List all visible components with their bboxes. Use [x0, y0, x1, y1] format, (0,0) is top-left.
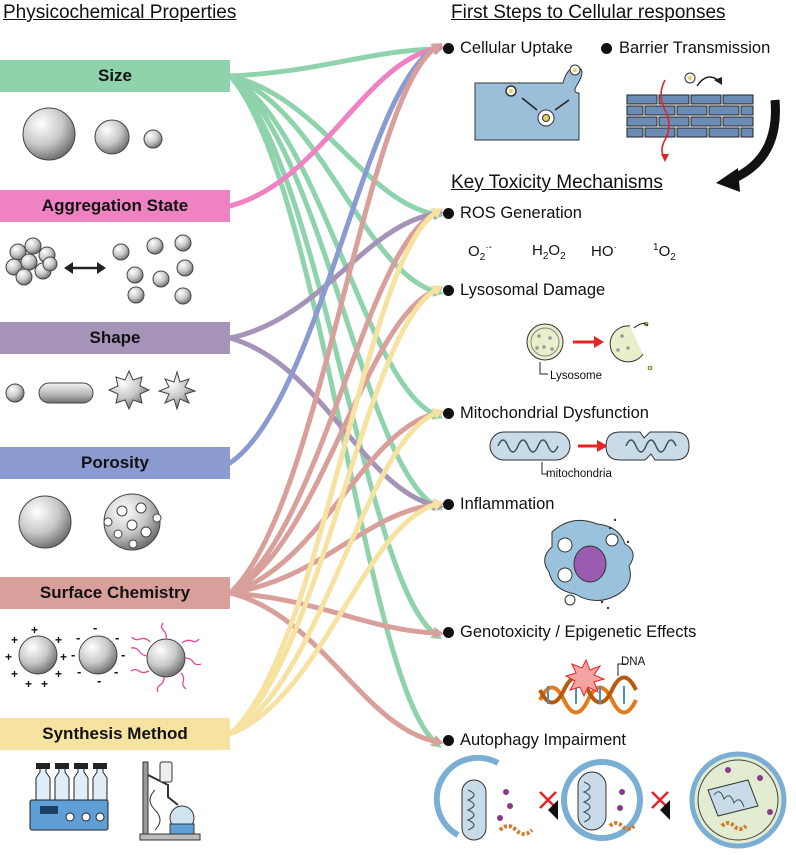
svg-text:-: -: [97, 673, 101, 688]
annotation-lysosome: Lysosome: [550, 370, 602, 382]
svg-text:+: +: [25, 677, 32, 691]
label-barrier-transmission: Barrier Transmission: [619, 39, 771, 57]
svg-text:-: -: [76, 630, 80, 645]
bullet-barrier-transmission: [601, 43, 612, 54]
svg-text:+: +: [5, 650, 12, 664]
arrow-size-to-geno: [227, 73, 437, 636]
svg-text:+: +: [11, 667, 18, 681]
double-arrow-icon: [64, 262, 106, 274]
bullet-mitochondrial-dysfunction: [443, 408, 454, 419]
property-label-synthesis-method: Synthesis Method: [42, 724, 188, 743]
arrow-shape-to-inflam: [227, 335, 437, 508]
heading-physicochemical-properties: Physicochemical Properties: [3, 2, 237, 23]
shape-particles-icon: [5, 369, 197, 411]
bullet-inflammation: [443, 499, 454, 510]
arrow-size-to-ros: [227, 73, 437, 217]
bullet-cellular-uptake: [443, 43, 454, 54]
svg-text:+: +: [11, 633, 18, 647]
arrowhead-synthesis-to-inflam: [432, 499, 444, 511]
label-ros-generation: ROS Generation: [460, 204, 582, 222]
arrow-synthesis-to-ros: [227, 211, 437, 737]
label-genotoxicity-epigenetic-effects: Genotoxicity / Epigenetic Effects: [460, 623, 697, 641]
arrow-surface-to-auto: [227, 590, 437, 744]
macrophage-icon: [544, 518, 634, 610]
svg-text:-: -: [77, 664, 81, 679]
dna-icon: [538, 658, 638, 715]
particle-illustrations: +++ +++ +++ --- --- --: [5, 107, 202, 841]
synthesis-equipment-icon: [29, 761, 201, 841]
bullet-lysosomal-damage: [443, 285, 454, 296]
arrowhead-surface-to-geno: [433, 627, 444, 639]
bullet-ros-generation: [443, 208, 454, 219]
svg-text:+: +: [31, 623, 38, 637]
ros-hydroxyl-radical: HO·: [591, 242, 617, 260]
ros-hydrogen-peroxide: H2O2: [532, 242, 566, 262]
arrow-size-to-inflam: [227, 73, 437, 508]
bullet-autophagy-impairment: [443, 735, 454, 746]
arrow-size-to-lyso: [227, 73, 437, 294]
property-bar-synthesis-method: Synthesis Method: [0, 718, 230, 750]
svg-text:+: +: [55, 633, 62, 647]
bullet-genotoxicity: [443, 627, 454, 638]
property-bar-aggregation-state: Aggregation State: [0, 190, 230, 222]
property-label-shape: Shape: [89, 328, 141, 347]
arrowhead-surface-to-uptake: [430, 42, 442, 54]
svg-text:-: -: [115, 630, 119, 645]
property-label-surface-chemistry: Surface Chemistry: [39, 583, 191, 602]
label-cellular-uptake: Cellular Uptake: [460, 39, 573, 57]
arrow-synthesis-to-lyso: [227, 288, 437, 737]
svg-text:-: -: [114, 664, 118, 679]
lysosome-icon: [526, 321, 653, 375]
heading-key-toxicity-mechanisms: Key Toxicity Mechanisms: [451, 172, 663, 193]
svg-text:+: +: [60, 650, 67, 664]
annotation-mitochondria: mitochondria: [546, 468, 612, 480]
cellular-uptake-icon: [474, 64, 583, 141]
property-bar-surface-chemistry: Surface Chemistry: [0, 577, 230, 609]
arrow-surface-to-lyso: [227, 288, 437, 596]
autophagy-icon: [433, 751, 787, 849]
arrowhead-synthesis-to-lyso: [430, 285, 443, 297]
surface-chemistry-particles-icon: +++ +++ +++ --- --- --: [5, 620, 202, 693]
arrow-size-to-uptake: [227, 46, 437, 79]
arrow-surface-to-inflam: [227, 502, 437, 596]
arrow-porosity-to-uptake: [227, 46, 437, 466]
aggregation-particles-icon: [5, 234, 194, 305]
arrowhead-synthesis-to-mito: [431, 408, 444, 420]
annotation-dna: DNA: [621, 656, 646, 668]
svg-text:-: -: [71, 647, 75, 662]
arrow-synthesis-to-inflam: [227, 502, 437, 737]
arrow-surface-to-ros: [227, 211, 437, 596]
property-bar-size: Size: [0, 60, 230, 92]
property-label-aggregation-state: Aggregation State: [41, 196, 189, 215]
ros-superoxide: O2·-: [468, 242, 492, 263]
property-label-porosity: Porosity: [80, 453, 150, 472]
svg-text:+: +: [55, 667, 62, 681]
heading-first-steps: First Steps to Cellular responses: [451, 2, 726, 23]
arrowhead-surface-to-auto: [432, 735, 444, 747]
barrier-transmission-icon: [626, 94, 754, 138]
property-bar-shape: Shape: [0, 322, 230, 354]
label-autophagy-impairment: Autophagy Impairment: [460, 731, 627, 749]
ros-singlet-oxygen: 1O2: [653, 242, 676, 263]
size-particles-icon: [22, 107, 163, 161]
mechanism-illustrations: [433, 64, 787, 849]
svg-text:+: +: [41, 677, 48, 691]
label-lysosomal-damage: Lysosomal Damage: [460, 281, 606, 299]
svg-text:-: -: [93, 620, 97, 635]
arrow-surface-to-uptake: [227, 46, 437, 596]
arrow-shape-to-ros: [227, 211, 437, 341]
property-label-size: Size: [97, 66, 133, 85]
arrow-synthesis-to-mito: [227, 411, 437, 737]
label-inflammation: Inflammation: [460, 495, 555, 513]
arrow-aggregation-to-uptake: [227, 46, 437, 209]
porosity-particles-icon: [18, 493, 162, 551]
mitochondria-icon: [489, 431, 690, 475]
svg-text:-: -: [121, 647, 125, 662]
arrowhead-synthesis-to-ros: [430, 208, 443, 219]
label-mitochondrial-dysfunction: Mitochondrial Dysfunction: [460, 404, 649, 422]
property-bar-porosity: Porosity: [0, 447, 230, 479]
